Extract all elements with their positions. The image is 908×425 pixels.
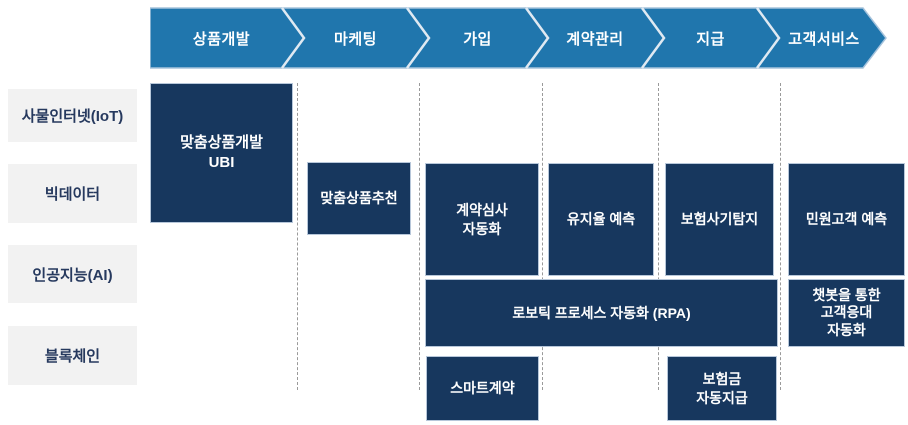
row-label-blockchain: 블록체인	[8, 326, 137, 385]
stage-boundary-dashed-line	[658, 83, 659, 390]
chevron-separator-icon	[405, 7, 431, 69]
box-robotic-process-automation: 로보틱 프로세스 자동화 (RPA)	[425, 279, 778, 347]
box-retention-prediction: 유지율 예측	[548, 163, 654, 276]
stage-marketing: 마케팅	[334, 30, 377, 48]
box-underwriting-automation: 계약심사 자동화	[425, 163, 539, 276]
stage-boundary-dashed-line	[780, 83, 781, 390]
stage-boundary-dashed-line	[542, 83, 543, 390]
stage-product-development: 상품개발	[192, 30, 251, 48]
box-custom-product-dev-ubi: 맞춤상품개발 UBI	[150, 83, 293, 223]
chevron-separator-icon	[524, 7, 550, 69]
chevron-separator-icon	[755, 7, 781, 69]
row-label-ai: 인공지능(AI)	[8, 245, 137, 303]
arrow-body	[150, 7, 887, 69]
box-chatbot-customer-response: 챗봇을 통한 고객응대 자동화	[788, 279, 905, 347]
chevron-separator-icon	[640, 7, 666, 69]
stage-contract-management: 계약관리	[566, 30, 624, 48]
stage-customer-service: 고객서비스	[788, 30, 860, 48]
stage-boundary-dashed-line	[297, 83, 298, 390]
box-auto-claim-payment: 보험금 자동지급	[667, 356, 777, 421]
process-arrow-shape	[150, 7, 887, 69]
stage-payment: 지급	[696, 30, 725, 48]
box-smart-contract: 스마트계약	[426, 356, 539, 421]
box-custom-product-recommendation: 맞춤상품추천	[307, 162, 411, 235]
box-complaint-customer-prediction: 민원고객 예측	[788, 163, 905, 276]
row-label-iot: 사물인터넷(IoT)	[8, 89, 137, 142]
chevron-separator-icon	[280, 7, 306, 69]
stage-enrollment: 가입	[463, 30, 492, 48]
box-insurance-fraud-detection: 보험사기탐지	[665, 163, 774, 276]
stage-boundary-dashed-line	[419, 83, 420, 390]
process-arrow-band: 상품개발 마케팅 가입 계약관리 지급 고객서비스	[150, 7, 888, 69]
row-label-bigdata: 빅데이터	[8, 164, 137, 223]
